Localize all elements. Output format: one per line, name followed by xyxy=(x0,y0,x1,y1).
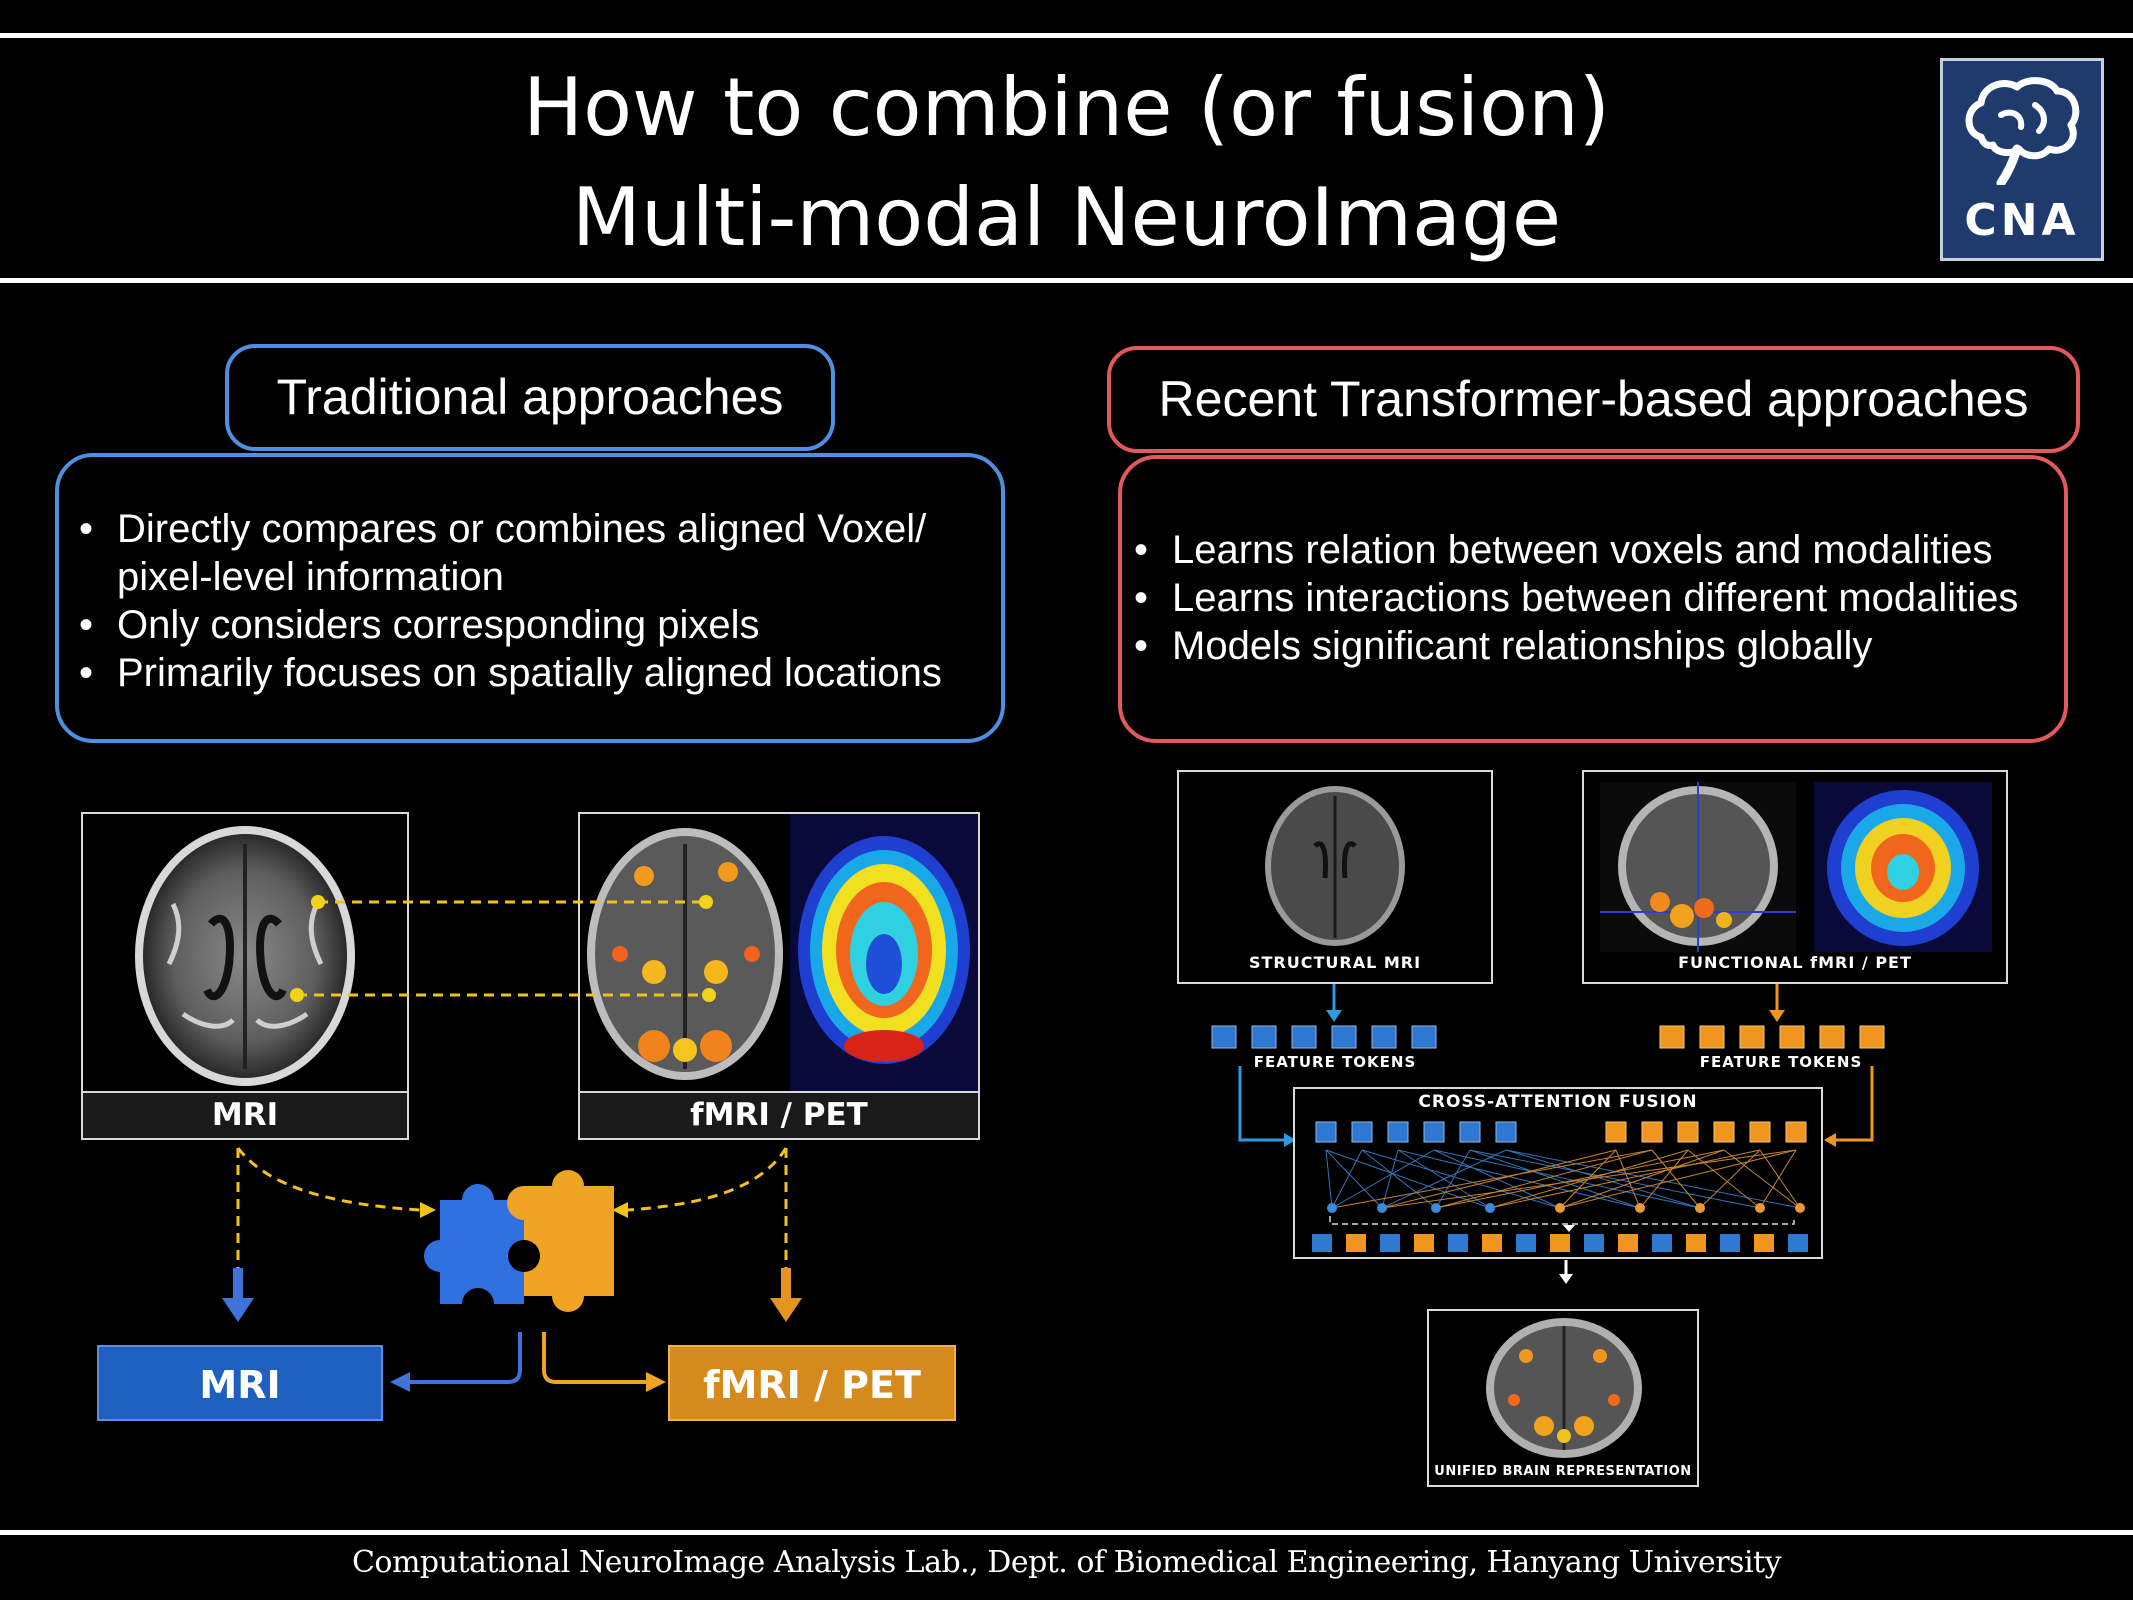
unified-caption: UNIFIED BRAIN REPRESENTATION xyxy=(1434,1464,1692,1479)
functional-fmri-image xyxy=(1600,782,1796,952)
cna-logo: CNA xyxy=(1940,58,2104,261)
brain-icon xyxy=(1965,77,2080,185)
fmri-brain-image xyxy=(587,828,783,1080)
structural-mri-caption: STRUCTURAL MRI xyxy=(1248,953,1422,972)
traditional-bullet-2: Only considers corresponding pixels xyxy=(69,601,989,649)
arrowhead-to-puzzle-right xyxy=(612,1202,628,1218)
traditional-bullets-box: Directly compares or combines aligned Vo… xyxy=(55,453,1005,743)
transformer-heading: Recent Transformer-based approaches xyxy=(1107,346,2080,453)
puzzle-icon xyxy=(424,1170,614,1312)
traditional-bullet-list: Directly compares or combines aligned Vo… xyxy=(69,505,989,697)
footer-rule xyxy=(0,1530,2133,1535)
functional-tokens-label: FEATURE TOKENS xyxy=(1699,1053,1863,1071)
correspondence-lines xyxy=(297,900,709,997)
traditional-bullet-1: Directly compares or combines aligned Vo… xyxy=(69,505,989,601)
arrowhead-down-mri xyxy=(222,1298,254,1322)
fmri-pet-caption: fMRI / PET xyxy=(580,1091,978,1138)
page-title-line2: Multi-modal NeuroImage xyxy=(571,171,1562,264)
functional-pet-image xyxy=(1814,782,1992,952)
attention-nodes xyxy=(1327,1203,1805,1213)
mri-caption: MRI xyxy=(83,1091,407,1138)
structural-feature-tokens xyxy=(1211,1025,1437,1049)
traditional-bullet-3: Primarily focuses on spatially aligned l… xyxy=(69,649,989,697)
transformer-bullet-3: Models significant relationships globall… xyxy=(1124,622,2064,670)
attention-lines xyxy=(1325,1149,1801,1209)
fmri-pet-output-box: fMRI / PET xyxy=(668,1345,956,1421)
transformer-bullet-2: Learns interactions between different mo… xyxy=(1124,574,2064,622)
logo-text: CNA xyxy=(1964,195,2080,246)
functional-caption: FUNCTIONAL fMRI / PET xyxy=(1678,953,1912,972)
mri-brain-image xyxy=(135,826,355,1086)
arrowhead-down-pet xyxy=(770,1298,802,1322)
structural-mri-panel: STRUCTURAL MRI xyxy=(1177,770,1493,984)
fmri-point-2 xyxy=(702,988,716,1002)
arrowhead-to-puzzle-left xyxy=(420,1202,436,1218)
transformer-heading-text: Recent Transformer-based approaches xyxy=(1158,371,2029,427)
title-rule xyxy=(0,278,2133,283)
footer-affiliation: Computational NeuroImage Analysis Lab., … xyxy=(351,1545,1782,1580)
functional-feature-tokens xyxy=(1659,1025,1885,1049)
mri-panel: MRI xyxy=(81,812,409,1140)
transformer-bullet-1: Learns relation between voxels and modal… xyxy=(1124,526,2064,574)
fusion-key-tokens xyxy=(1605,1121,1807,1143)
structural-tokens-label: FEATURE TOKENS xyxy=(1253,1053,1417,1071)
page-title-line1: How to combine (or fusion) xyxy=(522,61,1611,154)
functional-panel: FUNCTIONAL fMRI / PET xyxy=(1582,770,2008,984)
transformer-fusion-diagram xyxy=(1211,984,1885,1487)
transformer-bullet-list: Learns relation between voxels and modal… xyxy=(1124,526,2064,670)
top-rule xyxy=(0,33,2133,38)
transformer-bullets-box: Learns relation between voxels and modal… xyxy=(1118,455,2068,743)
fmri-pet-panel: fMRI / PET xyxy=(578,812,980,1140)
unified-brain-image xyxy=(1486,1318,1642,1458)
structural-mri-image xyxy=(1265,786,1405,946)
fusion-title: CROSS-ATTENTION FUSION xyxy=(1418,1092,1698,1112)
pet-brain-image xyxy=(790,814,978,1092)
traditional-fusion-diagram xyxy=(222,895,802,1392)
fmri-point-1 xyxy=(699,895,713,909)
fusion-query-tokens xyxy=(1315,1121,1517,1143)
traditional-heading-text: Traditional approaches xyxy=(276,369,784,425)
traditional-heading: Traditional approaches xyxy=(225,344,835,451)
fused-token-row xyxy=(1312,1234,1808,1252)
mri-output-box: MRI xyxy=(97,1345,383,1421)
mri-point-1 xyxy=(311,895,325,909)
mri-point-2 xyxy=(290,988,304,1002)
